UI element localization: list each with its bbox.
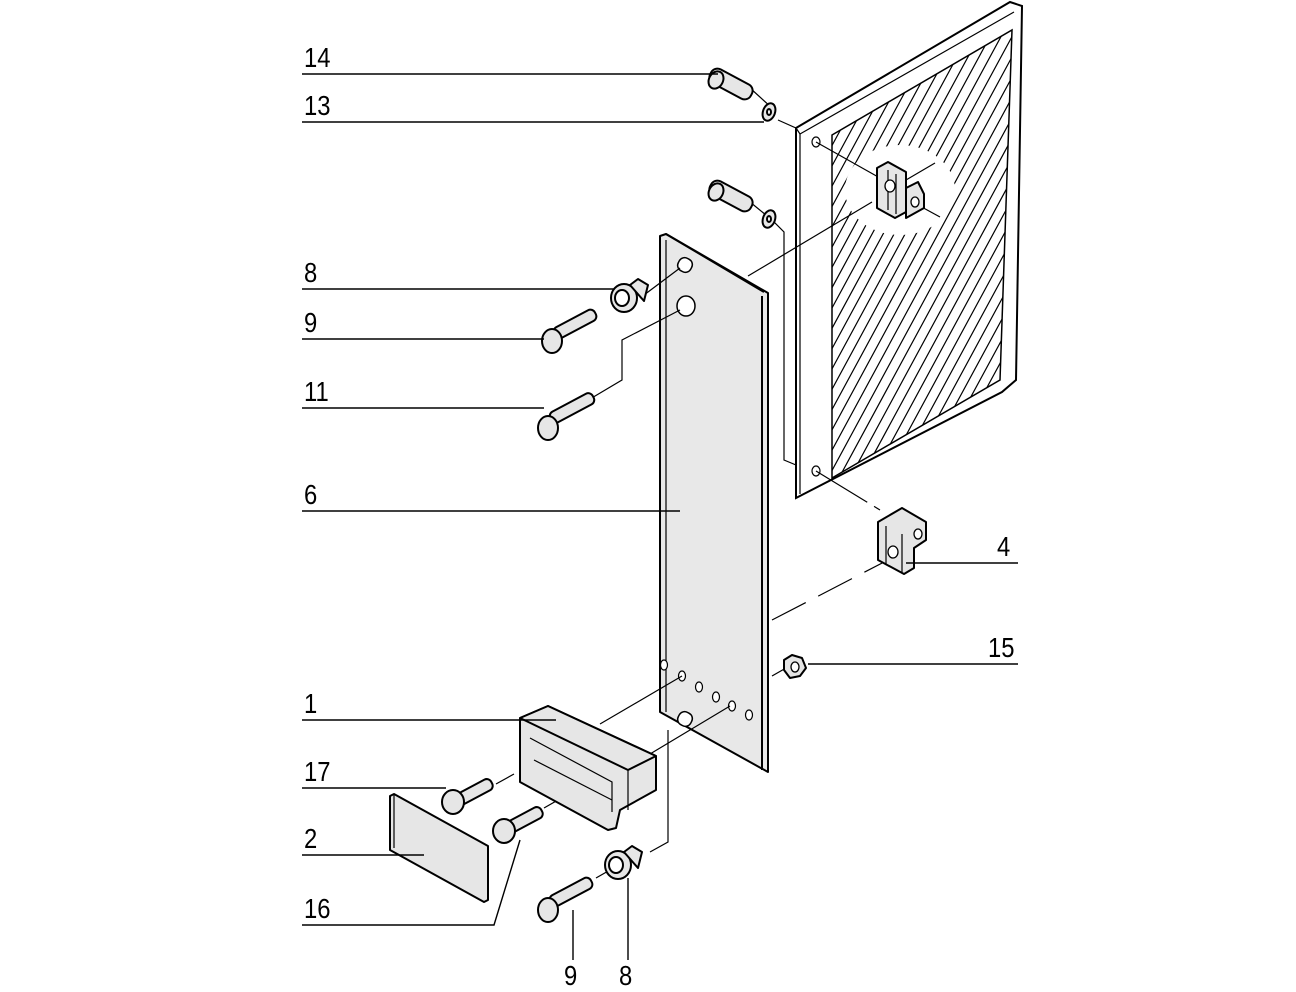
screw-16 xyxy=(492,806,544,844)
cage-nut-4 xyxy=(877,507,927,575)
callout-6: 6 xyxy=(304,479,318,510)
hatch-line xyxy=(832,30,945,478)
leader-lines xyxy=(302,73,1018,960)
captive-nut-8-lower xyxy=(604,845,643,880)
hatch-line xyxy=(832,30,1011,478)
screw-14 xyxy=(707,67,754,101)
screw-9-upper xyxy=(541,308,598,354)
hatch-line xyxy=(832,30,1000,478)
captive-nut-8-upper xyxy=(610,278,649,313)
screw-11 xyxy=(537,392,596,441)
screw-9-lower xyxy=(537,876,594,923)
hatch-line xyxy=(991,30,1012,478)
hatch-line xyxy=(848,30,1012,478)
washer-13 xyxy=(761,102,777,122)
hatch-line xyxy=(1113,20,1296,500)
hatch-line xyxy=(881,30,1012,478)
hatch-line xyxy=(1201,20,1296,500)
hatch-line xyxy=(1047,20,1296,500)
callout-9-upper: 9 xyxy=(304,307,318,338)
callout-8-lower: 8 xyxy=(619,960,633,991)
hatch-line xyxy=(870,30,1012,478)
cage-nut-upper xyxy=(876,161,925,219)
hex-nut-15 xyxy=(783,654,807,679)
hatch-line xyxy=(832,30,1012,478)
hatch-line xyxy=(1212,20,1296,500)
hatch-line xyxy=(1080,20,1296,500)
hatch-line xyxy=(1058,20,1296,500)
hatch-line xyxy=(1025,20,1285,500)
hatch-line xyxy=(832,30,967,478)
hatch-line xyxy=(1036,20,1296,500)
callout-15: 15 xyxy=(988,632,1015,663)
hatch-line xyxy=(1002,30,1012,478)
hatch-line xyxy=(1091,20,1296,500)
front-panel-6 xyxy=(659,233,769,773)
screw-17 xyxy=(441,778,494,815)
hatch-line xyxy=(1135,20,1296,500)
callout-8-upper: 8 xyxy=(304,257,318,288)
hatch-line xyxy=(1124,20,1296,500)
washer-lower xyxy=(761,209,777,229)
hatch-line xyxy=(1168,20,1296,500)
hatch-line xyxy=(832,30,1012,478)
callout-4: 4 xyxy=(997,531,1011,562)
hatch-line xyxy=(1179,20,1296,500)
callout-14: 14 xyxy=(304,42,331,73)
hatch-line xyxy=(832,30,978,478)
hatch-line xyxy=(1069,20,1296,500)
hatch-line xyxy=(1014,20,1274,500)
hatch-line xyxy=(832,30,1012,478)
hatch-line xyxy=(431,20,691,500)
hatch-line xyxy=(1190,20,1296,500)
hatch-line xyxy=(859,30,1012,478)
callout-11: 11 xyxy=(304,376,329,407)
hatch-line xyxy=(832,30,1012,478)
hatch-line xyxy=(1102,20,1296,500)
callout-1: 1 xyxy=(304,688,318,719)
hatch-line xyxy=(837,30,1012,478)
hatch-line xyxy=(832,30,956,478)
screw-lower-rear xyxy=(707,179,754,213)
label-plate-2 xyxy=(389,793,489,903)
hatch-line xyxy=(832,30,989,478)
hatch-line xyxy=(832,30,1012,478)
callout-9-lower: 9 xyxy=(564,960,578,991)
hatch-line xyxy=(1157,20,1296,500)
hatch-line xyxy=(832,30,1012,478)
hatch-line xyxy=(1146,20,1296,500)
callout-2: 2 xyxy=(304,823,318,854)
callout-13: 13 xyxy=(304,90,331,121)
callout-16: 16 xyxy=(304,893,331,924)
callout-17: 17 xyxy=(304,756,331,787)
handle-1 xyxy=(519,705,657,831)
